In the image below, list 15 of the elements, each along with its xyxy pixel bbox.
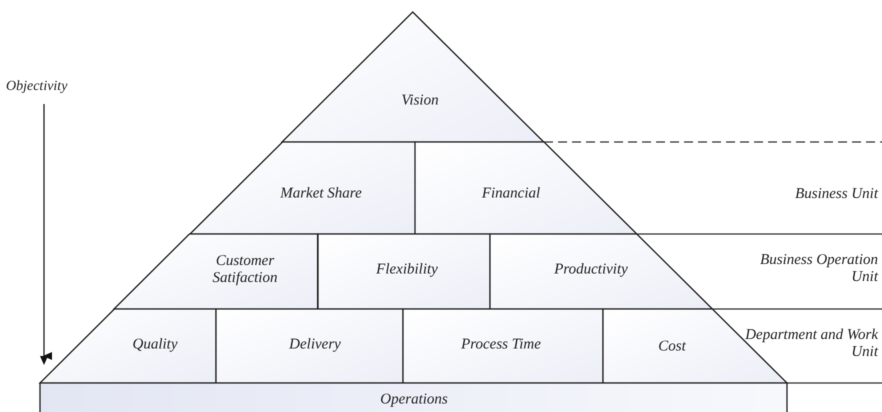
section-label: Process Time [460, 336, 542, 354]
section-label: Flexibility [375, 262, 439, 278]
section-label: Productivity [553, 262, 629, 278]
section-label: Customer Satifaction [211, 253, 278, 287]
section-label: Market Share [279, 186, 363, 202]
section-label: Vision [400, 92, 440, 110]
section-label: Delivery [288, 336, 342, 354]
section-label: Financial [480, 186, 542, 202]
level-label: Department and Work Unit [744, 327, 878, 361]
axis-label: Objectivity [6, 78, 68, 95]
level-label: Business Unit [794, 186, 878, 203]
section-label: Quality [132, 336, 178, 354]
level-label: Business Operation Unit [759, 252, 878, 286]
section-label: Cost [657, 338, 687, 356]
section-label: Operations [379, 392, 449, 408]
